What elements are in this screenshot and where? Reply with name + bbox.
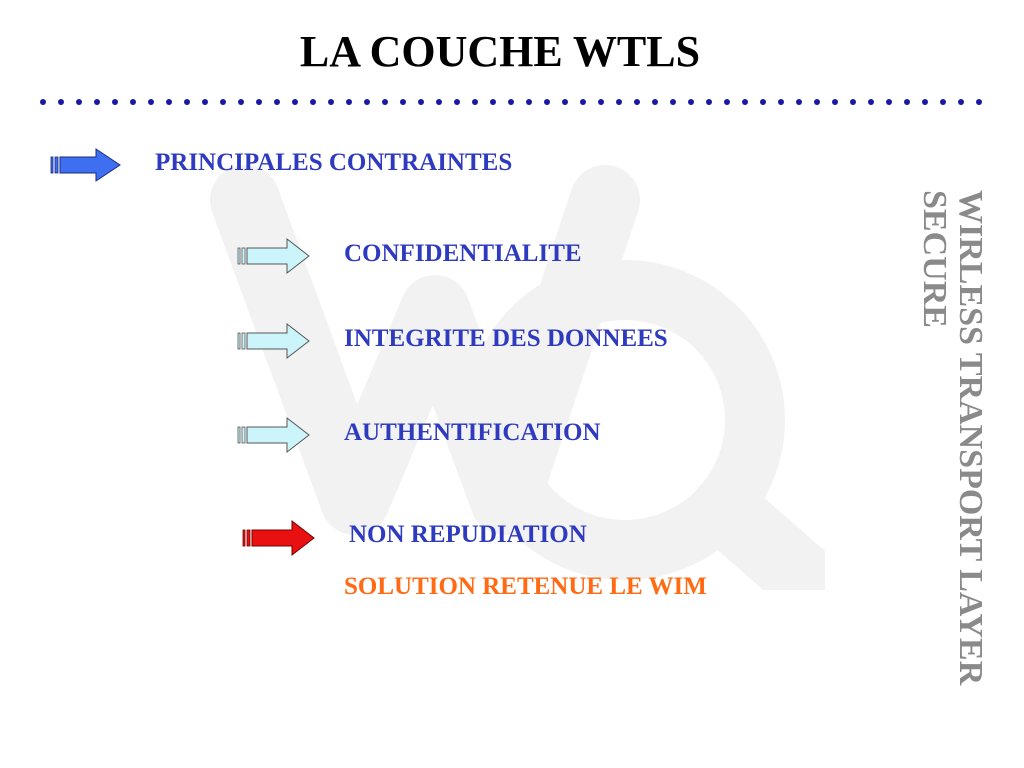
divider-dot: [40, 99, 46, 105]
divider-dot: [742, 99, 748, 105]
item-integrite-des-donnees: INTEGRITE DES DONNEES: [344, 325, 668, 352]
divider-dot: [634, 99, 640, 105]
light-cyan-arrow-icon: [237, 237, 310, 275]
solution-retenue: SOLUTION RETENUE LE WIM: [344, 573, 707, 600]
divider-dot: [328, 99, 334, 105]
divider-dot: [940, 99, 946, 105]
divider-dot: [292, 99, 298, 105]
divider-dot: [220, 99, 226, 105]
divider-dot: [904, 99, 910, 105]
divider-dot: [688, 99, 694, 105]
divider-dot: [958, 99, 964, 105]
divider-dot: [886, 99, 892, 105]
divider-dot: [832, 99, 838, 105]
divider-dot: [184, 99, 190, 105]
wap-logo-watermark: [210, 165, 825, 590]
divider-dot: [724, 99, 730, 105]
divider-dot: [238, 99, 244, 105]
divider-dot: [346, 99, 352, 105]
divider-dot: [256, 99, 262, 105]
divider-dot: [202, 99, 208, 105]
divider-dot: [364, 99, 370, 105]
divider-dot: [382, 99, 388, 105]
divider-dot: [436, 99, 442, 105]
divider-dot: [58, 99, 64, 105]
divider-dot: [508, 99, 514, 105]
divider-dot: [454, 99, 460, 105]
light-cyan-arrow-icon: [237, 322, 310, 360]
heading-principales-contraintes: PRINCIPALES CONTRAINTES: [155, 149, 513, 176]
divider-dot: [400, 99, 406, 105]
divider-dot: [472, 99, 478, 105]
red-arrow-icon: [242, 519, 315, 557]
divider-dot: [562, 99, 568, 105]
divider-dot: [616, 99, 622, 105]
divider-dot: [112, 99, 118, 105]
divider-dot: [490, 99, 496, 105]
item-confidentialite: CONFIDENTIALITE: [344, 240, 582, 267]
divider-dot: [760, 99, 766, 105]
divider-dot: [148, 99, 154, 105]
divider-dot: [976, 99, 982, 105]
side-label-wtls: WIRLESS TRANSPORT LAYER SECURE: [916, 190, 989, 686]
divider-dot: [580, 99, 586, 105]
item-authentification: AUTHENTIFICATION: [344, 419, 601, 446]
divider-dot: [778, 99, 784, 105]
divider-dot: [796, 99, 802, 105]
blue-arrow-icon: [50, 148, 121, 182]
divider-dot: [76, 99, 82, 105]
divider-dot: [544, 99, 550, 105]
dotted-divider: [40, 99, 982, 105]
light-cyan-arrow-icon: [237, 416, 310, 454]
divider-dot: [94, 99, 100, 105]
divider-dot: [418, 99, 424, 105]
divider-dot: [868, 99, 874, 105]
divider-dot: [130, 99, 136, 105]
item-non-repudiation: NON REPUDIATION: [349, 521, 587, 548]
divider-dot: [598, 99, 604, 105]
divider-dot: [922, 99, 928, 105]
divider-dot: [670, 99, 676, 105]
divider-dot: [652, 99, 658, 105]
slide-title: LA COUCHE WTLS: [299, 27, 701, 76]
divider-dot: [166, 99, 172, 105]
divider-dot: [310, 99, 316, 105]
divider-dot: [706, 99, 712, 105]
divider-dot: [274, 99, 280, 105]
divider-dot: [526, 99, 532, 105]
divider-dot: [850, 99, 856, 105]
divider-dot: [814, 99, 820, 105]
